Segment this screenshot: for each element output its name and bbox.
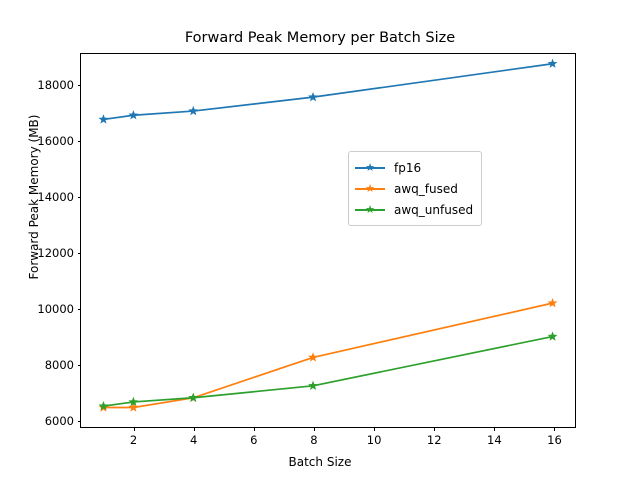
series-lines <box>98 58 558 412</box>
y-tick-label: 14000 <box>37 189 74 204</box>
line-awq_fused <box>103 302 553 409</box>
marker-awq_fused <box>308 352 318 362</box>
x-tick-mark <box>253 427 255 431</box>
series-awq_fused <box>98 297 558 412</box>
x-tick-mark <box>554 427 556 431</box>
x-tick-mark <box>374 427 376 431</box>
y-tick-label: 18000 <box>37 77 74 92</box>
y-tick-mark <box>77 140 81 142</box>
legend-item-awq_unfused[interactable]: ★ awq_unfused <box>355 199 473 220</box>
y-tick-label: 16000 <box>37 133 74 148</box>
marker-awq_unfused <box>308 380 318 390</box>
marker-awq_unfused <box>128 396 139 407</box>
marker-fp16 <box>98 114 109 124</box>
legend-label: awq_fused <box>394 181 458 196</box>
marker-fp16 <box>308 91 318 102</box>
y-tick-mark <box>77 252 81 254</box>
x-tick-label: 14 <box>487 433 502 447</box>
legend-label: fp16 <box>394 160 422 175</box>
y-tick-label: 6000 <box>44 413 74 428</box>
x-tick-label: 10 <box>366 433 382 447</box>
y-tick-label: 8000 <box>44 357 74 372</box>
y-tick-mark <box>77 84 81 86</box>
marker-fp16 <box>188 105 199 116</box>
y-tick-label: 12000 <box>37 245 74 260</box>
legend-swatch-icon: ★ <box>355 162 385 173</box>
plot-area: 6000 8000 10000 12000 14000 16000 18000 2 4 6 8 10 1… <box>37 53 576 447</box>
line-awq_unfused <box>103 335 553 407</box>
y-tick-mark <box>77 364 81 366</box>
x-tick-mark <box>133 427 135 431</box>
marker-awq_unfused <box>547 331 558 341</box>
line-fp16 <box>103 62 553 121</box>
x-axis-label: Batch Size <box>288 455 352 469</box>
x-tick-mark <box>313 427 315 431</box>
x-tick-label: 8 <box>310 433 318 447</box>
legend-swatch-icon: ★ <box>355 183 385 194</box>
x-tick-mark <box>193 427 195 431</box>
y-tick-mark <box>77 196 81 198</box>
marker-fp16 <box>547 58 558 68</box>
y-tick-mark <box>77 420 81 422</box>
y-tick-label: 10000 <box>37 301 74 316</box>
x-tick-mark <box>494 427 496 431</box>
marker-awq_fused <box>547 297 558 308</box>
x-tick-label: 4 <box>190 433 198 447</box>
chart-title: Forward Peak Memory per Batch Size <box>184 30 456 46</box>
marker-fp16 <box>128 110 139 120</box>
x-tick-label: 12 <box>426 433 442 447</box>
x-tick-mark <box>434 427 436 431</box>
legend-item-fp16[interactable]: ★ fp16 <box>355 157 473 178</box>
legend-item-awq_fused[interactable]: ★ awq_fused <box>355 178 473 199</box>
legend-swatch-icon: ★ <box>355 204 385 215</box>
legend: ★ fp16 ★ awq_fused ★ awq_unfused <box>348 151 483 226</box>
series-awq_unfused <box>98 331 558 411</box>
x-tick-label: 2 <box>129 433 138 447</box>
series-fp16 <box>98 58 558 124</box>
x-tick-label: 6 <box>250 433 258 447</box>
x-tick-label: 16 <box>547 433 562 447</box>
y-tick-mark <box>77 308 81 310</box>
legend-label: awq_unfused <box>394 202 474 217</box>
marker-awq_unfused <box>98 400 109 411</box>
marker-awq_unfused <box>188 392 199 402</box>
marker-awq_fused <box>128 402 139 412</box>
